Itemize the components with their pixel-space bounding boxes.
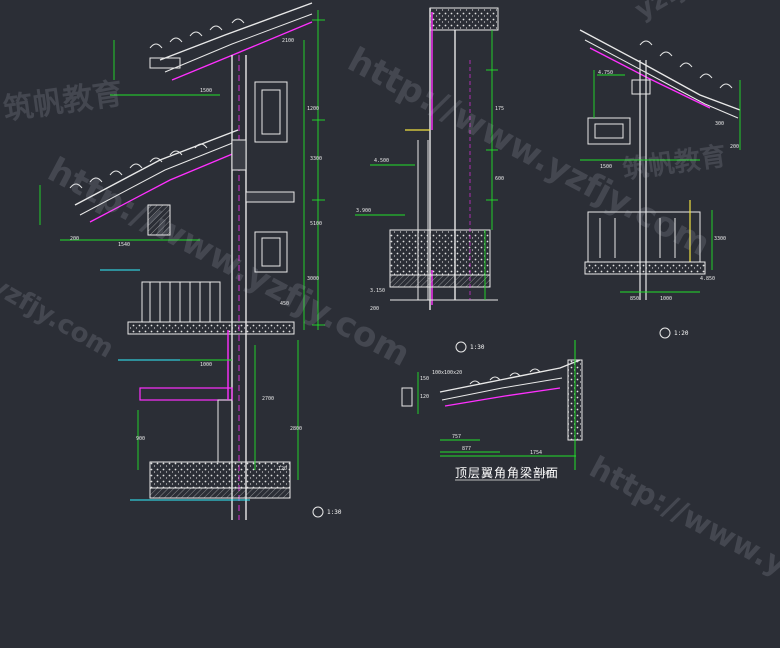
middle-dim-texts: 4.500 3.900 3.150 175 600 200 <box>356 106 504 312</box>
dim-label: 877 <box>462 446 471 452</box>
dim-label: 4.750 <box>598 70 613 76</box>
right-dim-texts: 4.750 1500 300 3300 850 200 1000 4.850 <box>598 70 739 302</box>
dim-label: 3.150 <box>370 288 385 294</box>
dim-label: 3300 <box>714 236 726 242</box>
section-marker <box>455 341 467 353</box>
left-dim-texts: 2100 1500 1200 3300 5100 3000 2800 1540 … <box>70 38 322 472</box>
drawing-title: 顶层翼角角梁剖面 <box>455 466 560 480</box>
section-scale: 1:20 <box>674 330 689 337</box>
dim-label: 3.900 <box>356 208 371 214</box>
dim-label: 200 <box>70 236 79 242</box>
dim-label: 300 <box>715 121 724 127</box>
dim-label: 3300 <box>310 156 322 162</box>
right-eave-section <box>579 29 741 300</box>
dim-label: 757 <box>452 434 461 440</box>
dim-label: 120 <box>278 466 287 472</box>
section-scale: 1:30 <box>470 344 485 351</box>
corner-beam-detail <box>401 340 583 470</box>
dim-label: 450 <box>280 301 289 307</box>
cad-drawing: 2100 1500 1200 3300 5100 3000 2800 1540 … <box>39 2 741 520</box>
dim-label: 900 <box>136 436 145 442</box>
dim-label: 150 <box>420 376 429 382</box>
dim-label: 1500 <box>200 88 212 94</box>
dim-label: 1000 <box>200 362 212 368</box>
left-wall-section <box>69 2 313 520</box>
dim-label: 600 <box>495 176 504 182</box>
dim-label: 2100 <box>282 38 294 44</box>
dim-label: 1500 <box>600 164 612 170</box>
section-marker <box>659 327 671 339</box>
middle-wall-section <box>389 7 499 310</box>
bottom-dimensions <box>417 372 576 457</box>
right-dimensions <box>580 70 741 293</box>
middle-dimensions <box>355 30 498 300</box>
dim-label: 120 <box>420 394 429 400</box>
left-dimensions <box>39 10 325 480</box>
dim-label: 5100 <box>310 221 322 227</box>
section-marker <box>312 506 324 518</box>
left-cyan-accents <box>100 269 250 501</box>
dim-label: 850 <box>630 296 639 302</box>
dim-label: 1200 <box>307 106 319 112</box>
dim-label: 175 <box>495 106 504 112</box>
dim-label: 2700 <box>262 396 274 402</box>
dim-label: 1754 <box>530 450 542 456</box>
dim-label: 2800 <box>290 426 302 432</box>
dim-label: 200 <box>370 306 379 312</box>
dim-label: 200 <box>730 144 739 150</box>
section-scale: 1:30 <box>327 509 342 516</box>
dim-label: 1540 <box>118 242 130 248</box>
dim-label: 4.850 <box>700 276 715 282</box>
dim-label: 1000 <box>660 296 672 302</box>
dim-label: 3000 <box>307 276 319 282</box>
dim-label: 100x100x20 <box>432 370 462 376</box>
roof-slope-top <box>159 2 313 61</box>
bottom-dim-texts: 757 877 1754 150 120 100x100x20 <box>420 370 542 456</box>
title-scale: 1:30 <box>535 470 550 477</box>
dim-label: 4.500 <box>374 158 389 164</box>
